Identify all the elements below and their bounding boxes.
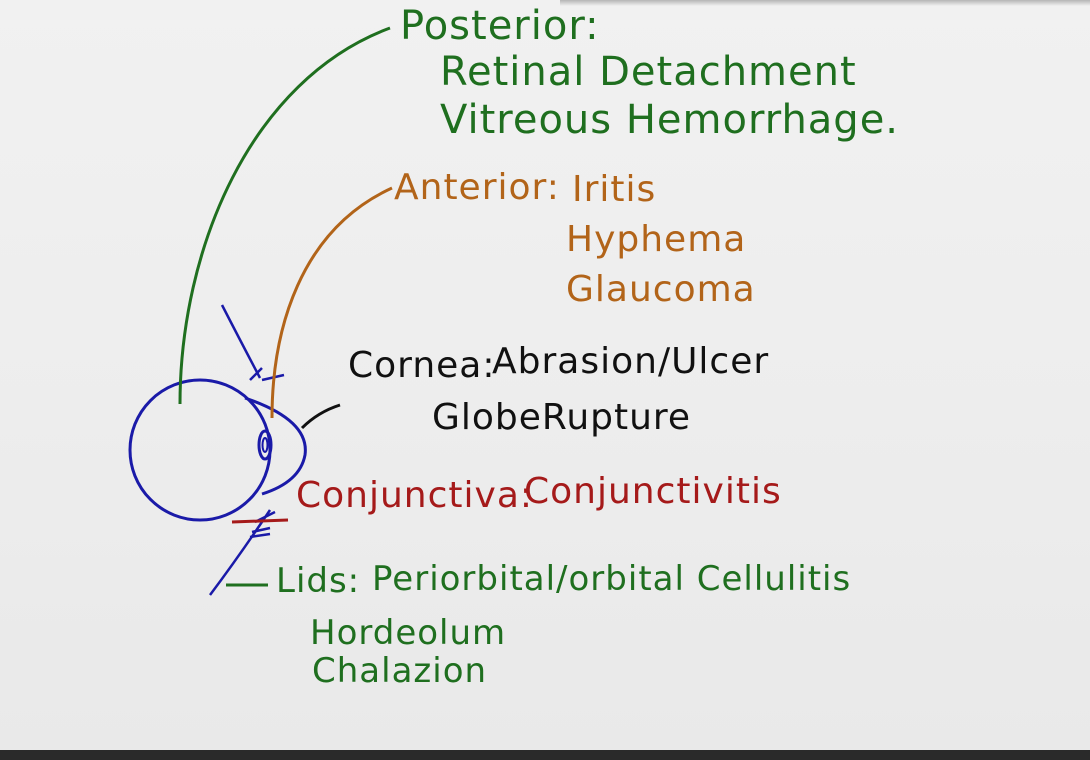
lids-item-chalazion: Chalazion xyxy=(312,651,488,691)
anterior-heading: Anterior: xyxy=(394,167,560,208)
lids-item-hordeolum: Hordeolum xyxy=(310,613,507,653)
lens-shape xyxy=(257,429,273,461)
anterior-connector xyxy=(270,186,393,419)
window-edge-shadow xyxy=(560,0,1090,6)
conjunctiva-item-conjunctivitis: Conjunctivitis xyxy=(524,471,782,512)
upper-lid-line xyxy=(220,304,262,379)
anterior-item-iritis: Iritis xyxy=(572,169,657,210)
bottom-bar xyxy=(0,750,1090,760)
cornea-item-abrasion-ulcer: Abrasion/Ulcer xyxy=(492,341,770,382)
posterior-heading: Posterior: xyxy=(400,3,600,49)
cornea-connector xyxy=(300,403,341,430)
posterior-item-retinal-detachment: Retinal Detachment xyxy=(440,49,857,95)
cornea-bulge xyxy=(244,396,307,496)
lids-item-cellulitis: Periorbital/orbital Cellulitis xyxy=(372,559,852,599)
anterior-item-glaucoma: Glaucoma xyxy=(566,269,756,310)
cornea-heading: Cornea: xyxy=(348,345,496,386)
posterior-connector xyxy=(178,26,391,405)
eye-globe xyxy=(128,378,272,522)
lids-heading: Lids: xyxy=(276,561,361,601)
conjunctiva-heading: Conjunctiva: xyxy=(296,475,534,516)
conjunctiva-tick xyxy=(231,518,289,524)
lens-inner xyxy=(261,437,269,453)
posterior-item-vitreous-hemorrhage: Vitreous Hemorrhage. xyxy=(440,97,900,143)
cornea-item-globe-rupture: GlobeRupture xyxy=(432,397,692,438)
anterior-item-hyphema: Hyphema xyxy=(566,219,747,260)
